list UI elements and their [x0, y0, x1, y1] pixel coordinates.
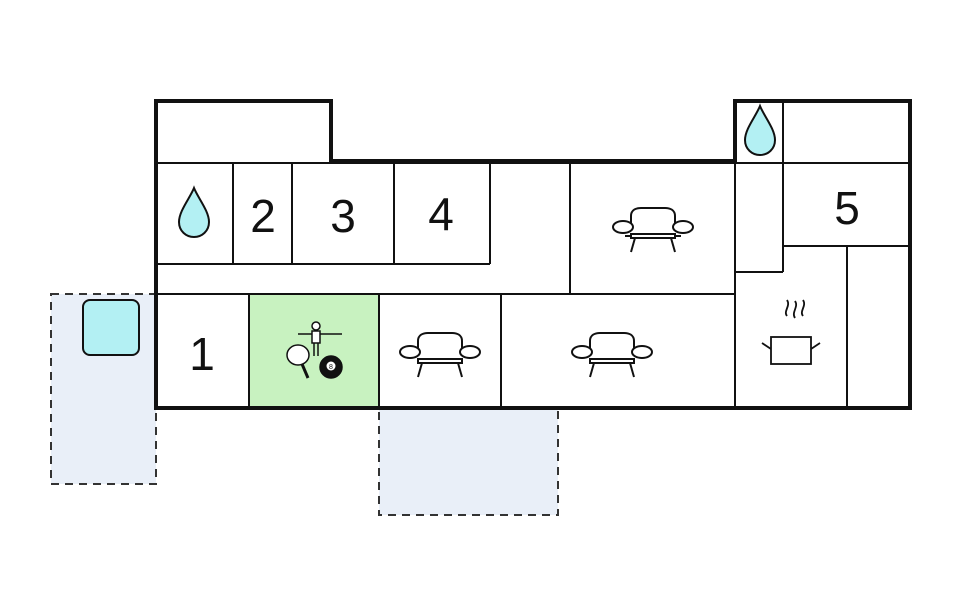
room-label-4: 4 [428, 188, 454, 240]
swimming-pool-icon [82, 299, 140, 356]
table-tennis-foosball-billiard-icon: 8 [286, 321, 343, 379]
room-label-1: 1 [189, 328, 215, 380]
room-label-3: 3 [330, 190, 356, 242]
sofa-icon [612, 207, 694, 253]
sofa-icon [571, 332, 653, 378]
exterior-walls [154, 99, 912, 410]
terrace-bottom [378, 407, 559, 516]
water-drop-icon [177, 185, 211, 239]
room-label-2: 2 [250, 190, 276, 242]
interior-walls [156, 100, 910, 408]
water-drop-icon [743, 103, 777, 157]
billiard-ball-number: 8 [329, 364, 333, 371]
cooking-pot-icon [761, 299, 821, 365]
sofa-icon [399, 332, 481, 378]
room-label-5: 5 [834, 182, 860, 234]
